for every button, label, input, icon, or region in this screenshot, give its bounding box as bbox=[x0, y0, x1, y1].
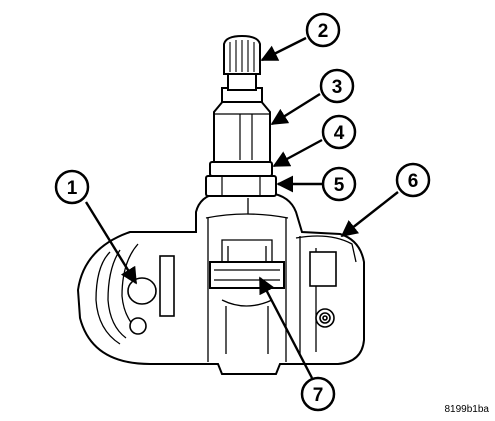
callout-5: 5 bbox=[321, 166, 357, 202]
callout-2-label: 2 bbox=[318, 21, 329, 42]
leader-lines bbox=[84, 36, 399, 379]
leader-6 bbox=[340, 191, 399, 238]
callout-6-label: 6 bbox=[408, 171, 419, 192]
leader-1 bbox=[84, 201, 138, 285]
callout-4: 4 bbox=[321, 114, 357, 150]
valve-nut bbox=[205, 175, 277, 197]
callout-7-label: 7 bbox=[313, 385, 324, 406]
callout-4-label: 4 bbox=[334, 123, 345, 144]
valve-stem bbox=[213, 73, 271, 163]
callout-6: 6 bbox=[395, 162, 431, 198]
callouts: 1 2 3 4 5 6 7 bbox=[54, 12, 431, 412]
left-side-features bbox=[127, 255, 175, 335]
leader-4 bbox=[272, 138, 323, 168]
leader-7 bbox=[258, 276, 314, 379]
valve-cap-knurl bbox=[229, 40, 255, 72]
leader-3 bbox=[270, 92, 321, 126]
callout-7: 7 bbox=[300, 376, 336, 412]
housing-inner-lines bbox=[95, 198, 357, 362]
callout-5-label: 5 bbox=[334, 175, 345, 196]
callout-2: 2 bbox=[305, 12, 341, 48]
side-slot bbox=[159, 255, 175, 317]
sensor-port-circle bbox=[127, 277, 157, 305]
callout-1-label: 1 bbox=[67, 178, 78, 199]
figure-code: 8199b1ba bbox=[444, 404, 490, 415]
valve-clip bbox=[209, 261, 285, 289]
callout-3-label: 3 bbox=[332, 77, 343, 98]
valve-nut-facets bbox=[221, 177, 261, 195]
leader-2 bbox=[260, 36, 307, 62]
callout-3: 3 bbox=[319, 68, 355, 104]
callout-1: 1 bbox=[54, 169, 90, 205]
valve-stem-detail bbox=[214, 113, 270, 160]
valve-washer bbox=[209, 161, 273, 177]
right-side-features bbox=[309, 251, 337, 328]
